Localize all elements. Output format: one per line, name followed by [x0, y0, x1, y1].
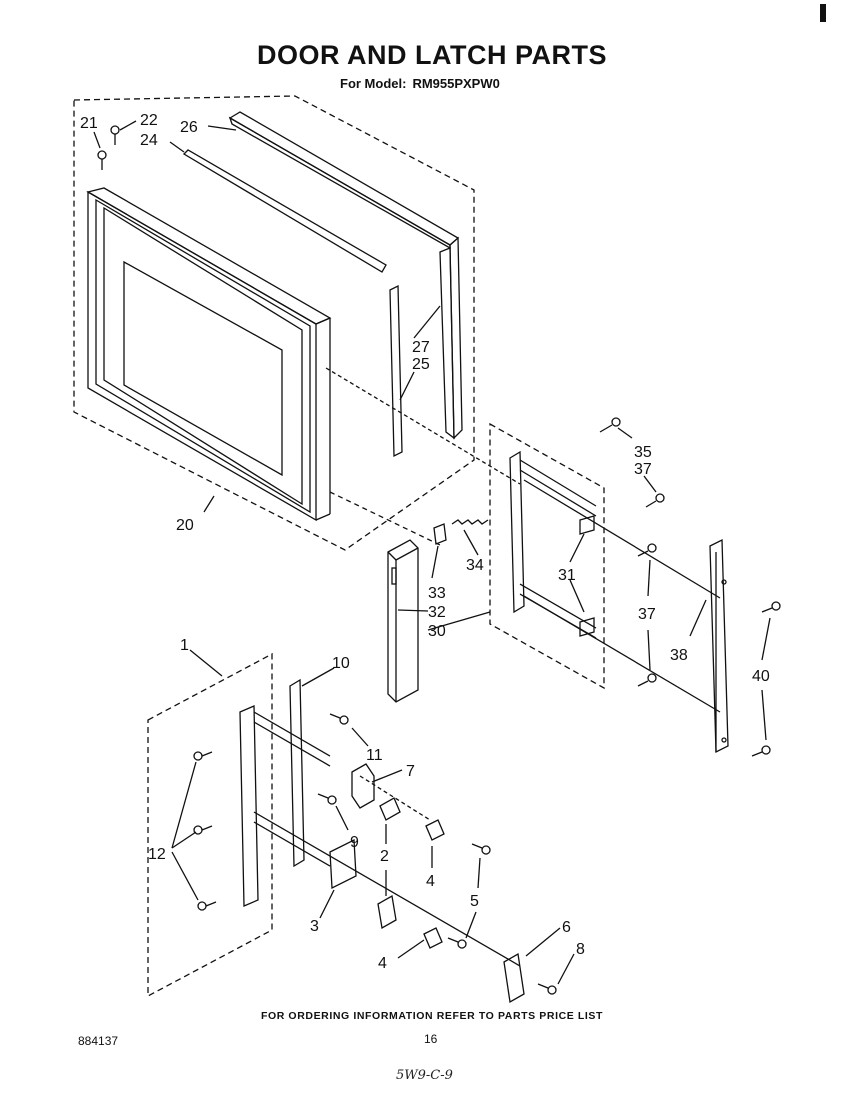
callout-40: 40 [752, 668, 770, 685]
actuator-2 [379, 797, 401, 821]
screw-9 [317, 793, 337, 805]
switch-bracket-10 [289, 678, 305, 868]
screw-37-mid [637, 543, 657, 557]
callout-2: 2 [380, 848, 389, 865]
screw-12-upper [193, 751, 213, 761]
callout-26: 26 [180, 119, 198, 136]
screw-5-upper [471, 843, 491, 855]
screw-21 [97, 150, 107, 170]
callout-10: 10 [332, 655, 350, 672]
document-number: 884137 [78, 1034, 119, 1048]
callout-34: 34 [466, 557, 484, 574]
screw-37-low [637, 673, 657, 687]
callout-31: 31 [558, 567, 576, 584]
corner-mark [820, 4, 826, 22]
screw-11 [329, 713, 349, 725]
leader-lines [93, 120, 771, 985]
screw-37-upper [645, 493, 665, 508]
ordering-note: FOR ORDERING INFORMATION REFER TO PARTS … [260, 1010, 604, 1022]
callout-3: 3 [310, 918, 319, 935]
callout-7: 7 [406, 763, 415, 780]
latch-assembly-boundary [489, 422, 605, 690]
model-number: RM955PXPW0 [412, 76, 500, 91]
door-frame [86, 187, 332, 522]
callout-9: 9 [350, 834, 359, 851]
callout-20: 20 [176, 517, 194, 534]
callout-22: 22 [140, 112, 158, 129]
switch-4-lower [423, 927, 443, 949]
model-prefix: For Model: [340, 76, 407, 91]
screw-8 [537, 983, 557, 995]
spring-34 [451, 519, 489, 525]
callout-11: 11 [366, 747, 383, 764]
callout-25: 25 [412, 356, 430, 373]
callout-21: 21 [80, 115, 98, 132]
door-assembly-boundary [73, 95, 475, 551]
screw-40-upper [761, 601, 781, 613]
callout-24: 24 [140, 132, 158, 149]
screw-5-lower [447, 937, 467, 949]
callout-35: 35 [634, 444, 652, 461]
handwritten-mark: 5W9-C-9 [396, 1068, 453, 1083]
switch-holder-7 [351, 763, 375, 809]
callout-1: 1 [180, 637, 189, 654]
choke-strip-24 [182, 149, 387, 273]
handle-32 [387, 539, 419, 703]
latch-block-33 [433, 523, 447, 545]
callout-38: 38 [670, 647, 688, 664]
callout-4-lower: 4 [378, 955, 387, 972]
callout-8: 8 [576, 941, 585, 958]
interlock-assembly-boundary [147, 652, 273, 998]
mounting-plate [239, 705, 331, 907]
choke-frame-26 [228, 111, 463, 440]
screw-22 [110, 125, 120, 145]
callout-4-upper: 4 [426, 873, 435, 890]
callout-5: 5 [470, 893, 479, 910]
bracket-38 [709, 538, 729, 754]
screw-40-lower [751, 745, 771, 757]
callout-33: 33 [428, 585, 446, 602]
callout-6: 6 [562, 919, 571, 936]
callout-labels: 21 22 24 26 20 27 25 35 37 31 34 33 32 3… [80, 112, 770, 972]
plate-3 [329, 838, 357, 890]
callout-27: 27 [412, 339, 430, 356]
callout-37-mid: 37 [638, 606, 656, 623]
strip-25 [389, 284, 403, 458]
page-title: DOOR AND LATCH PARTS [257, 40, 607, 70]
actuator-2-lower [377, 894, 397, 930]
switch-6 [503, 952, 525, 1004]
switch-4-upper [425, 819, 445, 841]
screw-35 [599, 417, 621, 433]
page-number: 16 [424, 1032, 438, 1046]
callout-37-top: 37 [634, 461, 652, 478]
model-line: For Model: RM955PXPW0 [340, 76, 506, 91]
screw-12-mid [193, 825, 213, 835]
callout-30: 30 [428, 623, 446, 640]
callout-32: 32 [428, 604, 446, 621]
screw-12-lower [197, 901, 217, 911]
callout-12: 12 [148, 846, 166, 863]
